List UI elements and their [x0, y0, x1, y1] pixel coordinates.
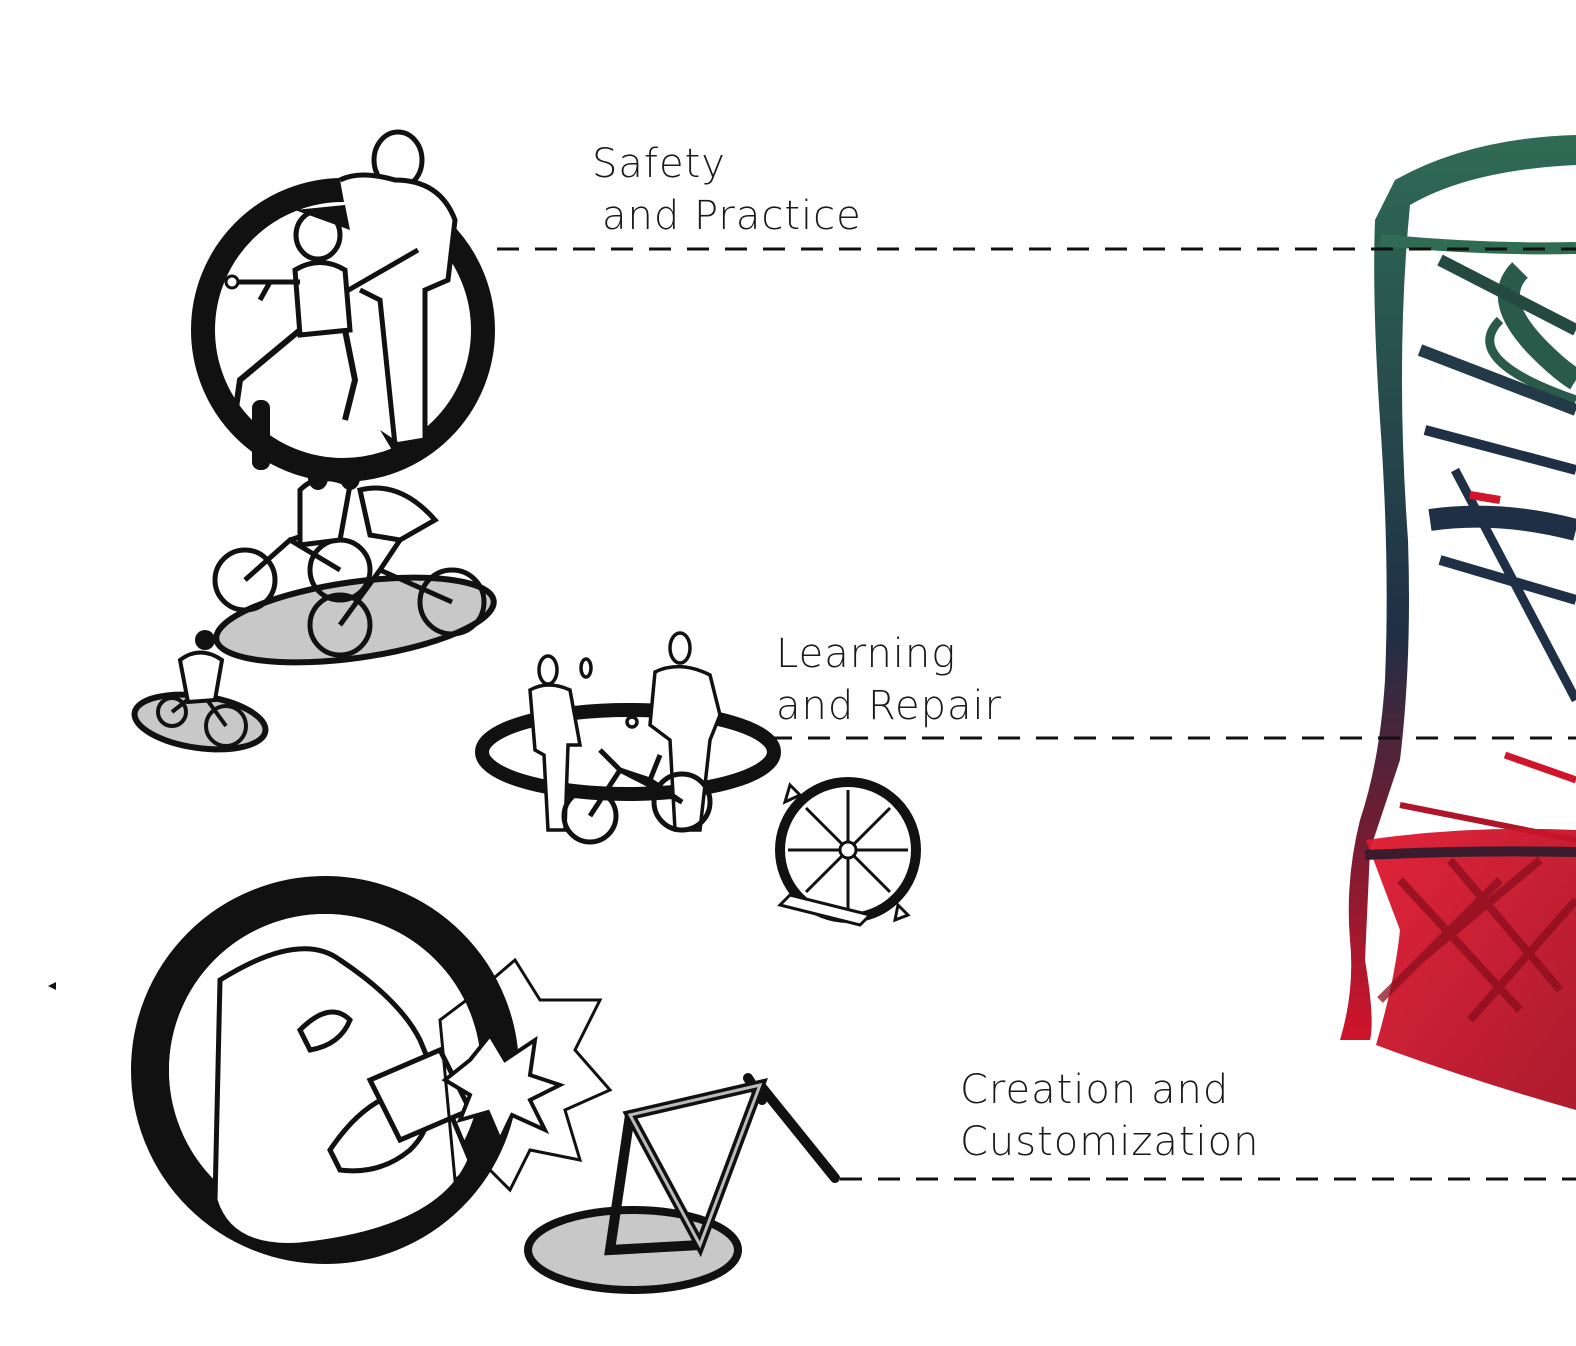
stray-mark [48, 982, 56, 990]
sculpture-tower-icon [1340, 135, 1576, 1110]
bike-frame-icon [524, 1073, 840, 1294]
label-learning-and-repair: Learning and Repair [776, 628, 1002, 732]
label-creation-and-customization: Creation and Customization [960, 1064, 1259, 1168]
people-repairing-bike-icon [475, 631, 781, 845]
toddler-bike-icon [131, 630, 269, 753]
parent-child-tricycle-icon [191, 129, 495, 482]
label-line-1: Learning [776, 631, 957, 677]
kids-bicycles-icon [212, 466, 497, 666]
label-line-2: and Repair [776, 683, 1003, 729]
label-line-1: Safety [592, 141, 726, 187]
label-line-1: Creation and [960, 1067, 1230, 1113]
wheel-wrench-icon [775, 777, 921, 927]
label-safety-and-practice: Safety and Practice [592, 138, 862, 242]
label-line-2: and Practice [602, 193, 862, 239]
leader-lines [497, 247, 1576, 1181]
hand-hammer-icon [131, 876, 613, 1264]
label-line-2: Customization [960, 1119, 1260, 1165]
